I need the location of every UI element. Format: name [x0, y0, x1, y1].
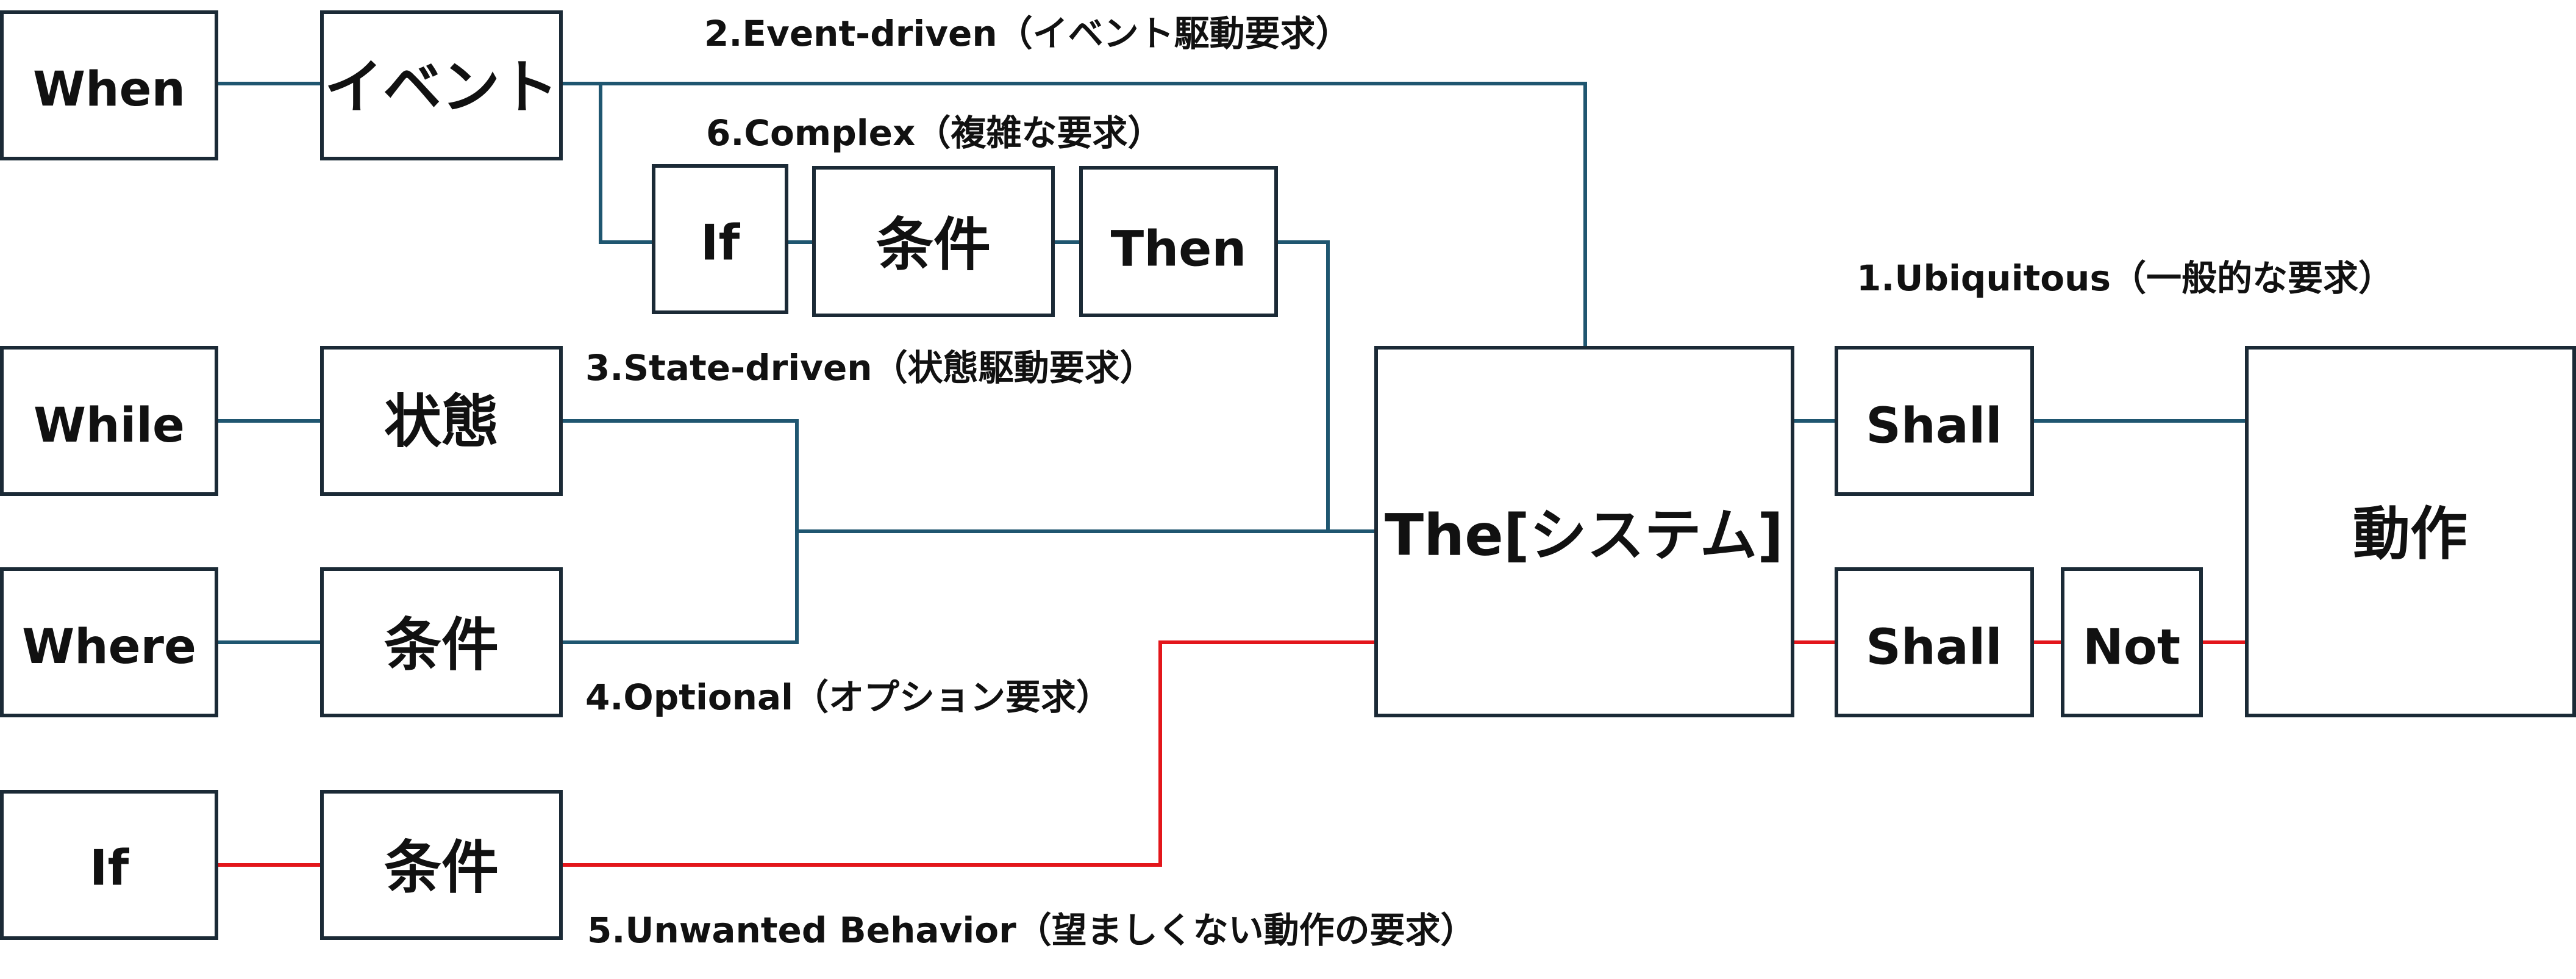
- action-label: 動作: [2353, 501, 2467, 568]
- condition-complex-box: 条件: [812, 166, 1055, 317]
- where-box: Where: [0, 567, 218, 717]
- condition-unwanted-label: 条件: [384, 835, 499, 902]
- label-optional: 4.Optional（オプション要求）: [585, 676, 1111, 718]
- where-label: Where: [22, 620, 196, 675]
- event-label: イベント: [324, 53, 558, 121]
- connector-state-driven: [561, 419, 799, 644]
- condition-unwanted-box: 条件: [320, 790, 563, 940]
- label-complex: 6.Complex（複雑な要求）: [706, 112, 1163, 154]
- system-label: The[システム]: [1385, 503, 1783, 569]
- if-complex-box: If: [652, 164, 788, 314]
- condition-optional-box: 条件: [320, 567, 563, 717]
- if-complex-label: If: [701, 215, 741, 271]
- state-box: 状態: [320, 346, 563, 496]
- then-box: Then: [1079, 166, 1278, 317]
- shall-not-box: Shall: [1835, 567, 2034, 717]
- not-box: Not: [2061, 567, 2203, 717]
- connector-event-driven: [561, 82, 1587, 348]
- when-box: When: [0, 10, 218, 160]
- then-label: Then: [1111, 221, 1247, 278]
- shall-label: Shall: [1866, 398, 2002, 454]
- label-ubiquitous: 1.Ubiquitous（一般的な要求）: [1857, 257, 2394, 299]
- shall-box: Shall: [1835, 346, 2034, 496]
- action-box: 動作: [2245, 346, 2576, 717]
- event-box: イベント: [320, 10, 563, 160]
- shall-not-label: Shall: [1866, 619, 2002, 676]
- connector-unwanted-system: [561, 640, 1376, 867]
- state-label: 状態: [384, 389, 499, 456]
- if-unwanted-label: If: [90, 840, 130, 897]
- not-label: Not: [2083, 619, 2180, 676]
- label-event-driven: 2.Event-driven（イベント駆動要求）: [704, 13, 1351, 54]
- label-state-driven: 3.State-driven（状態駆動要求）: [585, 347, 1155, 389]
- system-box: The[システム]: [1374, 346, 1794, 717]
- condition-complex-label: 条件: [876, 212, 991, 279]
- while-box: While: [0, 346, 218, 496]
- connector-event-if-complex: [599, 84, 654, 244]
- connectors: [216, 82, 2247, 867]
- condition-optional-label: 条件: [384, 612, 499, 679]
- when-label: When: [33, 62, 185, 117]
- label-unwanted: 5.Unwanted Behavior（望ましくない動作の要求）: [587, 909, 1476, 951]
- while-label: While: [34, 398, 185, 453]
- connector-then-system: [1276, 240, 1330, 531]
- if-unwanted-box: If: [0, 790, 218, 940]
